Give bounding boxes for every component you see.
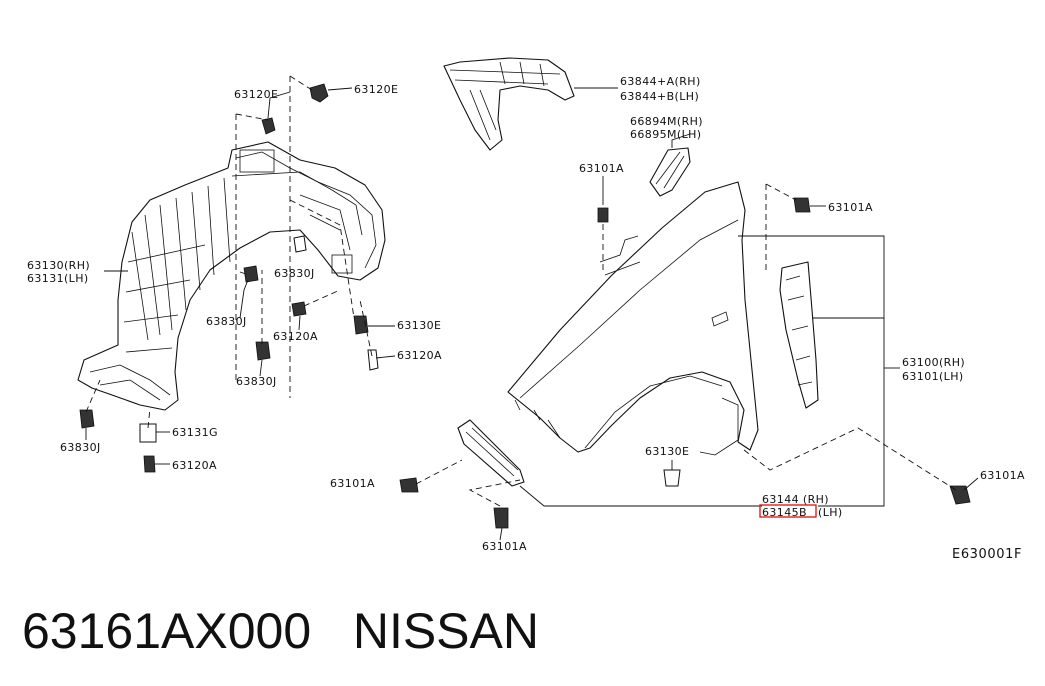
label-63130E: 63130E bbox=[645, 445, 689, 458]
label-63145B: 63145B bbox=[762, 506, 807, 519]
label-63120A: 63120A bbox=[273, 330, 318, 343]
label-63131G: 63131G bbox=[172, 426, 218, 439]
label-63830J: 63830J bbox=[206, 315, 247, 328]
part-number-caption: 63161AX000 NISSAN bbox=[22, 603, 539, 659]
label-63830J: 63830J bbox=[60, 441, 101, 454]
label-63130-rh: 63130(RH) bbox=[27, 259, 90, 272]
label-63101-lh: 63101(LH) bbox=[902, 370, 964, 383]
label-63101A: 63101A bbox=[980, 469, 1025, 482]
label-66895m-lh: 66895M(LH) bbox=[630, 128, 701, 141]
label-66894m-rh: 66894M(RH) bbox=[630, 115, 703, 128]
callout-labels: 63120E 63120E 63130(RH) 63131(LH) 63830J… bbox=[27, 75, 1025, 562]
label-63100-rh: 63100(RH) bbox=[902, 356, 965, 369]
label-63844-b-lh: 63844+B(LH) bbox=[620, 90, 699, 103]
label-63101A: 63101A bbox=[482, 540, 527, 553]
right-fasteners bbox=[399, 197, 971, 529]
fender-seal-drawing bbox=[649, 147, 691, 197]
label-63844-a-rh: 63844+A(RH) bbox=[620, 75, 701, 88]
fender-finisher-drawing bbox=[443, 57, 575, 151]
label-63120E: 63120E bbox=[354, 83, 398, 96]
label-63130E: 63130E bbox=[397, 319, 441, 332]
fender-lower-bracket-drawing bbox=[457, 419, 525, 487]
label-63101A: 63101A bbox=[330, 477, 375, 490]
label-63120E: 63120E bbox=[234, 88, 278, 101]
label-63145-lh: (LH) bbox=[818, 506, 843, 519]
diagram-reference: E630001F bbox=[952, 547, 1022, 562]
label-63120A: 63120A bbox=[172, 459, 217, 472]
label-63120A: 63120A bbox=[397, 349, 442, 362]
label-63101A: 63101A bbox=[828, 201, 873, 214]
label-63101A: 63101A bbox=[579, 162, 624, 175]
label-63830J: 63830J bbox=[236, 375, 277, 388]
fender-protector-drawing bbox=[77, 141, 386, 411]
left-leader-lines bbox=[85, 75, 396, 465]
right-leader-lines bbox=[415, 87, 979, 541]
fender-drawing bbox=[507, 181, 759, 456]
label-63830J: 63830J bbox=[274, 267, 315, 280]
label-63144-rh: 63144 (RH) bbox=[762, 493, 829, 506]
highlight-box bbox=[759, 504, 817, 518]
label-63131-lh: 63131(LH) bbox=[27, 272, 89, 285]
left-fasteners bbox=[79, 83, 379, 473]
fender-rear-bracket-drawing bbox=[779, 261, 819, 409]
